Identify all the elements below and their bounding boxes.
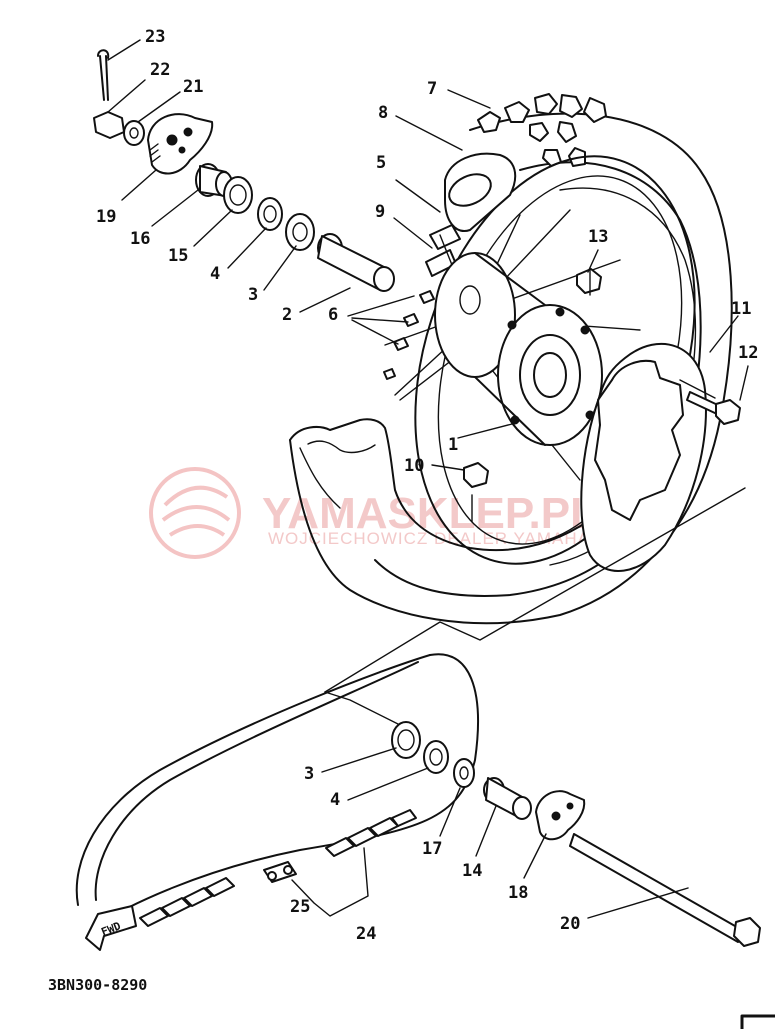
callout-21: 21: [183, 77, 203, 97]
callout-3-upper: 3: [248, 285, 258, 305]
tire-section: [289, 418, 591, 552]
bolt-12: [686, 391, 741, 425]
chain-puller-18: [535, 790, 586, 841]
chain-loop: [95, 653, 479, 926]
rear-wheel-assembly: [289, 93, 741, 625]
callout-8: 8: [378, 103, 388, 123]
master-link-25: [263, 861, 297, 883]
callout-6: 6: [328, 305, 338, 325]
oil-seal-4-lower: [423, 740, 449, 774]
bearing-3-lower: [391, 721, 421, 759]
circlip-4: [257, 197, 283, 231]
hub: [434, 252, 603, 446]
oil-seal-15: [223, 176, 253, 214]
watermark-logo-icon: [149, 467, 241, 559]
callout-4-lower: 4: [330, 790, 340, 810]
callout-18: 18: [508, 883, 528, 903]
callout-labels: 23 22 21 19 16 15 4 3 2 6 9 5 8 7 13 1 1…: [96, 27, 758, 944]
callout-17: 17: [422, 839, 442, 859]
callout-4-upper: 4: [210, 264, 220, 284]
callout-1: 1: [448, 435, 458, 455]
leader-lines: [107, 39, 749, 919]
callout-20: 20: [560, 914, 580, 934]
bearing-3: [285, 213, 315, 251]
callout-24: 24: [356, 924, 376, 944]
left-hub-parts: [93, 49, 395, 292]
callout-10: 10: [404, 456, 424, 476]
corner-mark: [740, 1014, 775, 1029]
chain-links: [139, 809, 417, 927]
callout-14: 14: [462, 861, 482, 881]
callout-11: 11: [731, 299, 751, 319]
balance-weight-13: [576, 268, 602, 294]
callout-9: 9: [375, 202, 385, 222]
callout-22: 22: [150, 60, 170, 80]
castle-nut-22: [93, 111, 125, 139]
callout-5: 5: [376, 153, 386, 173]
washer-21: [123, 120, 145, 146]
axle-20: [569, 833, 761, 947]
washer-17: [453, 758, 475, 788]
tire-tread: [477, 93, 607, 167]
callout-15: 15: [168, 246, 188, 266]
tire-outline: [289, 112, 733, 625]
cotter-pin-23: [97, 49, 110, 101]
callout-23: 23: [145, 27, 165, 47]
callout-7: 7: [427, 79, 437, 99]
nut-10: [463, 462, 489, 488]
spoke-nipples: [383, 290, 435, 380]
diagram-code: 3BN300-8290: [48, 976, 147, 994]
fwd-arrow-icon: FWD: [85, 905, 137, 951]
callout-12: 12: [738, 343, 758, 363]
callout-25: 25: [290, 897, 310, 917]
explode-frame: [324, 487, 746, 731]
drive-chain-assembly: FWD: [75, 653, 761, 951]
rim-tape: [429, 224, 461, 250]
brake-plate-19: [147, 113, 214, 175]
callout-13: 13: [588, 227, 608, 247]
spacer-2: [317, 233, 395, 292]
collar-14: [483, 777, 532, 820]
callout-2: 2: [282, 305, 292, 325]
callout-19: 19: [96, 207, 116, 227]
callout-3-lower: 3: [304, 764, 314, 784]
callout-16: 16: [130, 229, 150, 249]
